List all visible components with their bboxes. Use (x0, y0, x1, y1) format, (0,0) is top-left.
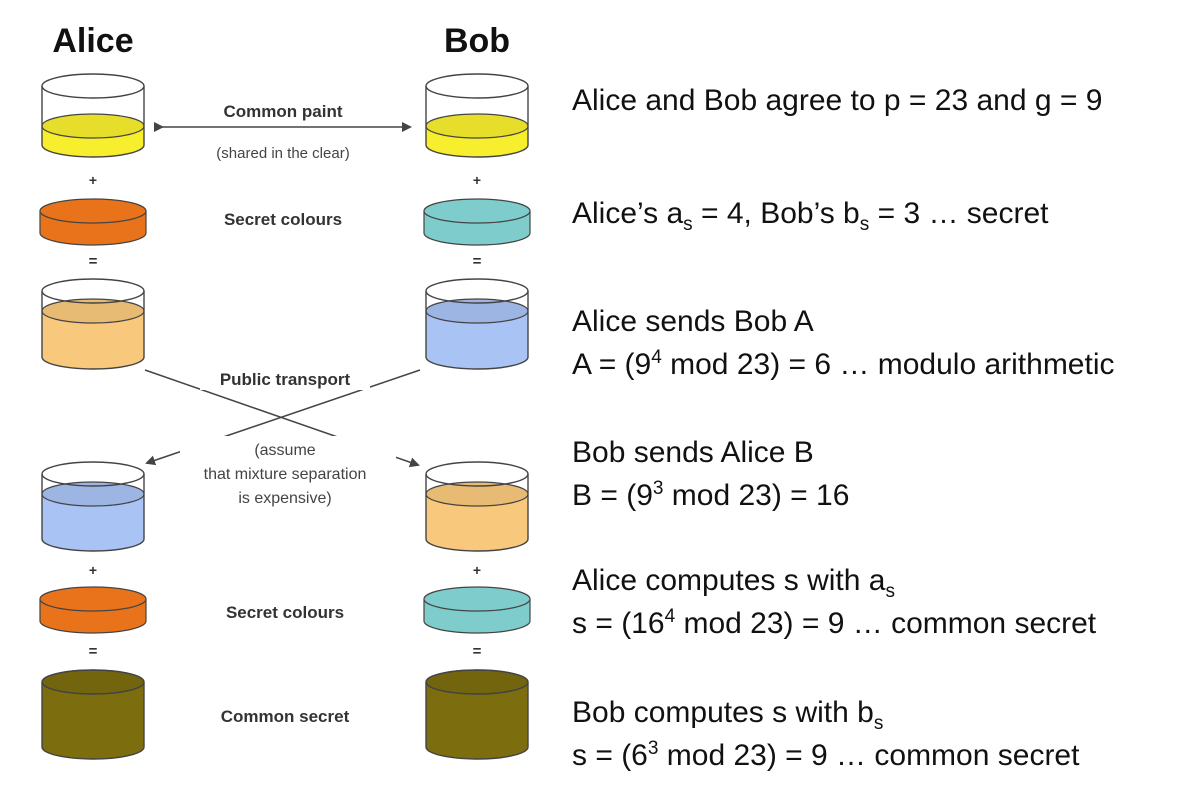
step-agree-text: Alice and Bob agree to p = 23 and g = 9 (572, 84, 1103, 117)
plus-sign-alice-1: + (89, 172, 97, 188)
mixture-jar-alice (41, 278, 145, 370)
step-bob-sends-line-1: Bob sends Alice B (572, 436, 814, 470)
bob-sends-text: Bob sends Alice B (572, 436, 814, 469)
step-bob-computes-line-1: Bob computes s with bs (572, 696, 883, 735)
step-bob-computes-line-2: s = (63 mod 23) = 9 … common secret (572, 738, 1079, 773)
subscript-s-b: s (859, 214, 870, 235)
plus-sign-bob-2: + (473, 562, 481, 578)
public-transport-label: Public transport (220, 370, 351, 389)
subscript-s-alice: s (885, 581, 895, 602)
step-secrets-part-c: = 3 … secret (869, 197, 1049, 230)
shared-clear-label: (shared in the clear) (216, 145, 349, 162)
alice-secret-exponent: 4 (664, 606, 676, 627)
plus-sign-alice-2: + (89, 562, 97, 578)
common-secret-jar-alice (41, 669, 145, 760)
common-paint-jar-alice (41, 73, 145, 158)
common-paint-label: Common paint (224, 102, 343, 121)
step-secrets-part-a: Alice’s a (572, 197, 684, 230)
step-secrets-part-b: = 4, Bob’s b (692, 197, 860, 230)
step-bob-sends-line-2: B = (93 mod 23) = 16 (572, 478, 849, 513)
secret-colour-disc-alice (39, 198, 147, 246)
compute-a-part-2: mod 23) = 6 … modulo arithmetic (661, 348, 1115, 381)
alice-computes-text: Alice computes s with a (572, 564, 886, 597)
common-paint-jar-bob (425, 73, 529, 158)
compute-a-exponent: 4 (651, 347, 662, 368)
step-agree-params: Alice and Bob agree to p = 23 and g = 9 (572, 84, 1102, 118)
equals-sign-alice-1: = (89, 253, 98, 270)
common-secret-label: Common secret (221, 707, 350, 726)
step-secrets: Alice’s as = 4, Bob’s bs = 3 … secret (572, 197, 1049, 236)
alice-secret-part-2: mod 23) = 9 … common secret (675, 607, 1097, 640)
secret-colours-label-2: Secret colours (226, 603, 344, 622)
assume-label-line-3: is expensive) (238, 490, 331, 507)
subscript-s-bob: s (873, 713, 884, 734)
secret-colours-label-1: Secret colours (224, 210, 342, 229)
bob-secret-exponent: 3 (647, 738, 659, 759)
plus-sign-bob-1: + (473, 172, 481, 188)
step-alice-computes-line-1: Alice computes s with as (572, 564, 895, 603)
assume-label-line-2: that mixture separation (204, 466, 367, 483)
equals-sign-bob-2: = (473, 643, 482, 660)
equals-sign-bob-1: = (473, 253, 482, 270)
compute-b-exponent: 3 (652, 478, 664, 499)
alice-name: Alice (52, 22, 133, 60)
compute-b-part-2: mod 23) = 16 (663, 479, 850, 512)
equals-sign-alice-2: = (89, 643, 98, 660)
received-jar-alice (41, 461, 145, 552)
received-jar-bob (425, 461, 529, 552)
alice-secret-part-1: s = (16 (572, 607, 665, 640)
secret-colour-disc-bob-2 (423, 586, 531, 634)
mixture-jar-bob (425, 278, 529, 370)
alice-sends-text: Alice sends Bob A (572, 305, 814, 338)
paint-containers (39, 73, 531, 760)
compute-b-part-1: B = (9 (572, 479, 653, 512)
subscript-s-a: s (683, 214, 693, 235)
step-alice-sends-line-2: A = (94 mod 23) = 6 … modulo arithmetic (572, 347, 1115, 382)
bob-computes-text: Bob computes s with b (572, 696, 874, 729)
compute-a-part-1: A = (9 (572, 348, 652, 381)
bob-secret-part-1: s = (6 (572, 739, 648, 772)
bob-secret-part-2: mod 23) = 9 … common secret (658, 739, 1080, 772)
step-alice-sends-line-1: Alice sends Bob A (572, 305, 814, 339)
bob-name: Bob (444, 22, 510, 60)
step-alice-computes-line-2: s = (164 mod 23) = 9 … common secret (572, 606, 1096, 641)
paint-mixing-diagram: Alice Bob Common paint (shared in the cl… (39, 22, 531, 760)
secret-colour-disc-bob (423, 198, 531, 246)
assume-label-line-1: (assume (254, 442, 315, 459)
secret-colour-disc-alice-2 (39, 586, 147, 634)
common-secret-jar-bob (425, 669, 529, 760)
